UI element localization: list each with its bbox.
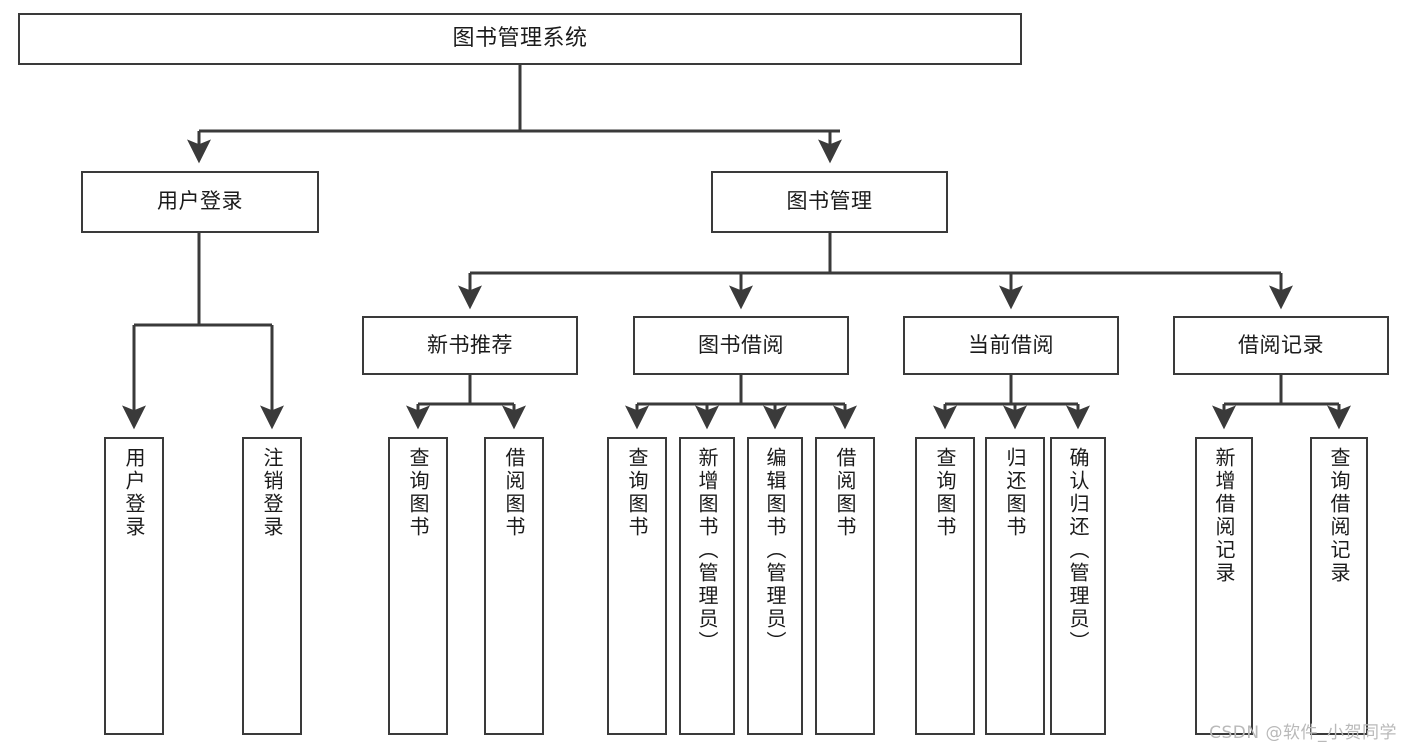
node-borrow-record-label: 借阅记录 bbox=[1238, 332, 1324, 357]
node-current-borrow[interactable]: 当前借阅 bbox=[903, 316, 1119, 375]
node-leaf-query-record-label: 查询借阅记录 bbox=[1327, 447, 1351, 585]
node-leaf-user-logout-label: 注销登录 bbox=[260, 447, 284, 539]
node-root-label: 图书管理系统 bbox=[452, 25, 588, 51]
node-leaf-add-book-label: 新增图书（管理员） bbox=[695, 447, 719, 654]
node-user-login-label: 用户登录 bbox=[157, 189, 243, 214]
node-leaf-borrow-book-2[interactable]: 借阅图书 bbox=[815, 437, 875, 735]
node-current-borrow-label: 当前借阅 bbox=[968, 332, 1054, 357]
node-leaf-return-book[interactable]: 归还图书 bbox=[985, 437, 1045, 735]
node-book-manage[interactable]: 图书管理 bbox=[711, 171, 948, 233]
node-leaf-edit-book[interactable]: 编辑图书（管理员） bbox=[747, 437, 803, 735]
node-book-borrow[interactable]: 图书借阅 bbox=[633, 316, 849, 375]
node-borrow-record[interactable]: 借阅记录 bbox=[1173, 316, 1389, 375]
node-leaf-query-book-1[interactable]: 查询图书 bbox=[388, 437, 448, 735]
node-root[interactable]: 图书管理系统 bbox=[18, 13, 1022, 65]
node-user-login[interactable]: 用户登录 bbox=[81, 171, 319, 233]
node-leaf-user-login[interactable]: 用户登录 bbox=[104, 437, 164, 735]
node-leaf-user-login-label: 用户登录 bbox=[122, 447, 146, 539]
node-leaf-query-book-2-label: 查询图书 bbox=[625, 447, 649, 539]
node-leaf-query-book-3[interactable]: 查询图书 bbox=[915, 437, 975, 735]
node-leaf-query-book-3-label: 查询图书 bbox=[933, 447, 957, 539]
csdn-watermark: CSDN @软件_小贺同学 bbox=[1209, 723, 1397, 743]
node-book-manage-label: 图书管理 bbox=[786, 189, 873, 214]
node-leaf-edit-book-label: 编辑图书（管理员） bbox=[763, 447, 787, 654]
node-leaf-borrow-book-1-label: 借阅图书 bbox=[502, 447, 526, 539]
node-leaf-confirm-return[interactable]: 确认归还（管理员） bbox=[1050, 437, 1106, 735]
node-leaf-user-logout[interactable]: 注销登录 bbox=[242, 437, 302, 735]
node-leaf-borrow-book-2-label: 借阅图书 bbox=[833, 447, 857, 539]
node-leaf-return-book-label: 归还图书 bbox=[1003, 447, 1027, 539]
node-leaf-add-record[interactable]: 新增借阅记录 bbox=[1195, 437, 1253, 735]
node-book-borrow-label: 图书借阅 bbox=[698, 332, 784, 357]
node-leaf-query-book-1-label: 查询图书 bbox=[406, 447, 430, 539]
node-new-book-rec[interactable]: 新书推荐 bbox=[362, 316, 578, 375]
node-leaf-query-book-2[interactable]: 查询图书 bbox=[607, 437, 667, 735]
node-leaf-borrow-book-1[interactable]: 借阅图书 bbox=[484, 437, 544, 735]
node-leaf-query-record[interactable]: 查询借阅记录 bbox=[1310, 437, 1368, 735]
node-new-book-rec-label: 新书推荐 bbox=[427, 332, 513, 357]
node-leaf-confirm-return-label: 确认归还（管理员） bbox=[1066, 447, 1090, 654]
node-leaf-add-record-label: 新增借阅记录 bbox=[1212, 447, 1236, 585]
node-leaf-add-book[interactable]: 新增图书（管理员） bbox=[679, 437, 735, 735]
